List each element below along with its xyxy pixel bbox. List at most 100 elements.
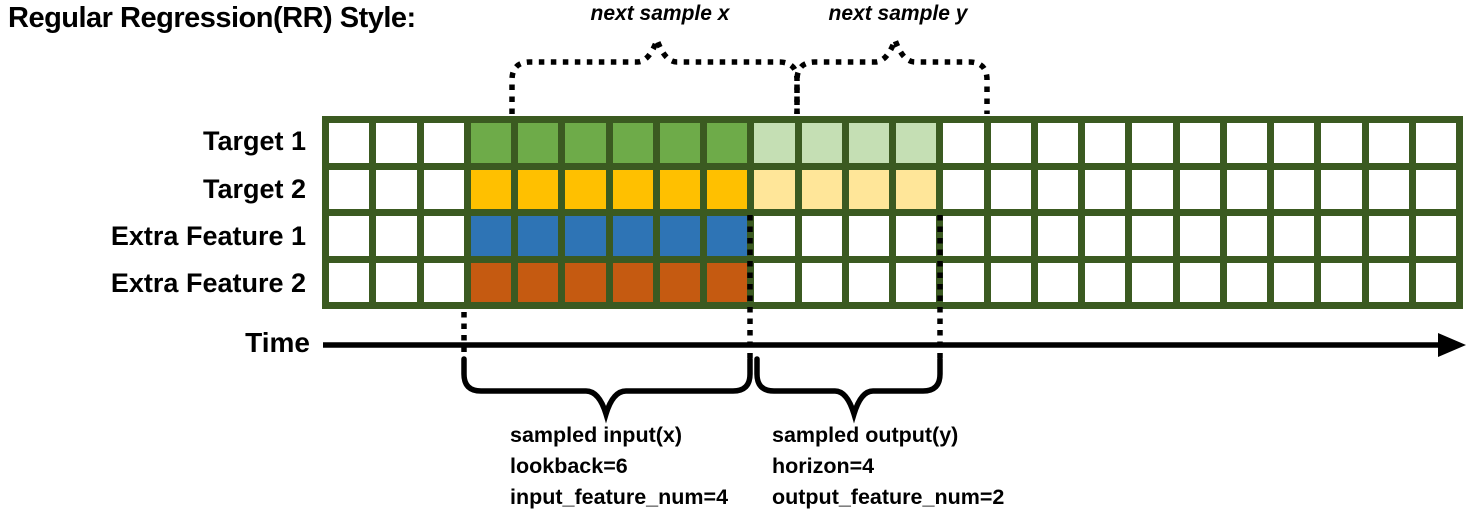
grid-cell — [1179, 169, 1220, 209]
sampled-output-brace — [754, 356, 943, 424]
grid-cell — [896, 262, 937, 302]
grid-cell — [518, 169, 559, 209]
grid-cell — [1368, 262, 1409, 302]
grid-cell — [1132, 262, 1173, 302]
input-feature-num-value: input_feature_num=4 — [510, 485, 729, 509]
grid-cell — [470, 216, 511, 256]
grid-cell — [565, 123, 606, 163]
grid-cell — [801, 216, 842, 256]
grid-cell — [565, 216, 606, 256]
grid-cell — [1226, 262, 1267, 302]
grid-cell — [329, 216, 370, 256]
grid-cell — [470, 169, 511, 209]
time-axis-arrowhead-icon — [1438, 333, 1466, 357]
grid-cell — [1321, 123, 1362, 163]
grid-cell — [707, 169, 748, 209]
output-feature-num-value: output_feature_num=2 — [772, 485, 1005, 509]
sampled-input-brace — [461, 356, 753, 424]
grid-cell — [518, 216, 559, 256]
grid-cell — [848, 123, 889, 163]
grid-cell — [1085, 216, 1126, 256]
grid-cell — [659, 216, 700, 256]
grid-cell — [612, 169, 653, 209]
grid-cell — [1415, 169, 1456, 209]
grid-cell — [423, 262, 464, 302]
grid-cell — [1368, 216, 1409, 256]
grid-cell — [423, 216, 464, 256]
sampled-output-title: sampled output(y) — [772, 423, 959, 447]
next-sample-y-brace — [794, 31, 990, 114]
grid-cell — [1132, 123, 1173, 163]
grid-cell — [848, 169, 889, 209]
next-sample-y-label: next sample y — [828, 2, 968, 25]
row-label-target-2: Target 2 — [202, 174, 306, 204]
grid-cell — [518, 123, 559, 163]
grid-cell — [707, 262, 748, 302]
grid-cell — [1274, 216, 1315, 256]
grid-cell — [990, 169, 1031, 209]
grid-cell — [1321, 216, 1362, 256]
grid-cell — [1037, 216, 1078, 256]
grid-cell — [707, 123, 748, 163]
horizon-value: horizon=4 — [772, 454, 875, 478]
row-label-target-1: Target 1 — [202, 126, 306, 156]
grid-cell — [612, 262, 653, 302]
sampled-input-note: sampled input(x) lookback=6 input_featur… — [510, 420, 728, 513]
grid-cell — [612, 123, 653, 163]
grid-cell — [565, 169, 606, 209]
time-series-grid — [322, 116, 1463, 309]
grid-cell — [329, 123, 370, 163]
next-sample-x-label: next sample x — [590, 2, 730, 25]
grid-cell — [659, 262, 700, 302]
grid-cell — [801, 123, 842, 163]
grid-cell — [1226, 216, 1267, 256]
grid-cell — [659, 123, 700, 163]
grid-cell — [1368, 123, 1409, 163]
grid-cell — [470, 262, 511, 302]
grid-cell — [754, 169, 795, 209]
grid-cell — [612, 216, 653, 256]
grid-cell — [518, 262, 559, 302]
grid-cell — [1132, 216, 1173, 256]
grid-cell — [943, 216, 984, 256]
grid-cell — [1274, 123, 1315, 163]
grid-cell — [801, 169, 842, 209]
grid-cell — [1132, 169, 1173, 209]
time-axis-label: Time — [245, 327, 310, 358]
grid-cell — [896, 216, 937, 256]
grid-cell — [659, 169, 700, 209]
grid-cell — [565, 262, 606, 302]
grid-cell — [376, 169, 417, 209]
grid-cell — [1274, 169, 1315, 209]
grid-cell — [1037, 262, 1078, 302]
grid-cell — [801, 262, 842, 302]
grid-cell — [423, 169, 464, 209]
sampled-input-title: sampled input(x) — [510, 423, 683, 447]
grid-cell — [1321, 169, 1362, 209]
grid-cell — [1085, 123, 1126, 163]
grid-cell — [707, 216, 748, 256]
grid-cell — [990, 123, 1031, 163]
grid-cell — [754, 262, 795, 302]
grid-cell — [423, 123, 464, 163]
grid-cell — [848, 216, 889, 256]
grid-cell — [1085, 262, 1126, 302]
grid-cell — [1415, 262, 1456, 302]
grid-cell — [1179, 123, 1220, 163]
grid-cell — [376, 123, 417, 163]
grid-cell — [990, 216, 1031, 256]
grid-cell — [754, 216, 795, 256]
grid-cell — [754, 123, 795, 163]
grid-cell — [848, 262, 889, 302]
grid-cell — [896, 123, 937, 163]
grid-cell — [1321, 262, 1362, 302]
grid-cell — [376, 262, 417, 302]
grid-cell — [1179, 216, 1220, 256]
grid-cell — [1226, 123, 1267, 163]
grid-cell — [376, 216, 417, 256]
row-label-extra-feature-1: Extra Feature 1 — [110, 221, 306, 251]
diagram-title: Regular Regression(RR) Style: — [8, 2, 416, 34]
grid-cell — [470, 123, 511, 163]
grid-cell — [329, 262, 370, 302]
